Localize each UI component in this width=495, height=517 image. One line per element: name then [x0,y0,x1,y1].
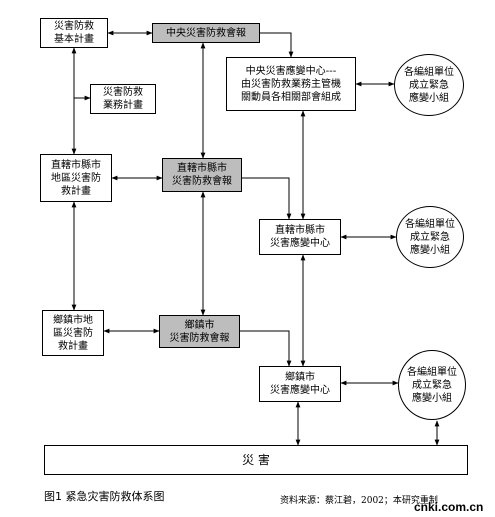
arrow-town-council-to-center [240,330,292,367]
central-plan-box: 災害防救 基本計畫 [40,18,108,48]
arrow-city-council-to-center [242,177,292,220]
disaster-box: 災 害 [44,445,468,475]
business-plan-box: 災害防救 業務計畫 [90,84,156,114]
central-council-box: 中央災害防救會報 [152,23,260,43]
town-center-box: 鄉鎮市 災害應變中心 [259,366,341,402]
figure-caption: 图1 紧急灾害防救体系图 [44,490,165,503]
ellipse-emergency-team-1: 各編組單位 成立緊急 應變小組 [394,54,464,116]
watermark: cnki.com.cn [414,500,484,514]
city-center-box: 直轄市縣市 災害應變中心 [259,219,341,255]
town-council-box: 鄉鎮市 災害防救會報 [159,315,240,348]
city-council-box: 直轄市縣市 災害防救會報 [162,158,242,192]
ellipse-emergency-team-2: 各編組單位 成立緊急 應變小組 [396,206,464,268]
arrow-council-to-center [260,32,294,58]
source-note: 资料来源：蔡江碧，2002；本研究重制 [280,496,438,506]
town-plan-box: 鄉鎮市地 區災害防 救計畫 [42,310,104,356]
central-center-box: 中央災害應變中心--- 由災害防救業務主管機 關動員各相關部會組成 [226,57,356,111]
city-plan-box: 直轄市縣市 地區災害防 救計畫 [40,154,112,202]
ellipse-emergency-team-3: 各編組單位 成立緊急 應變小組 [398,350,466,420]
